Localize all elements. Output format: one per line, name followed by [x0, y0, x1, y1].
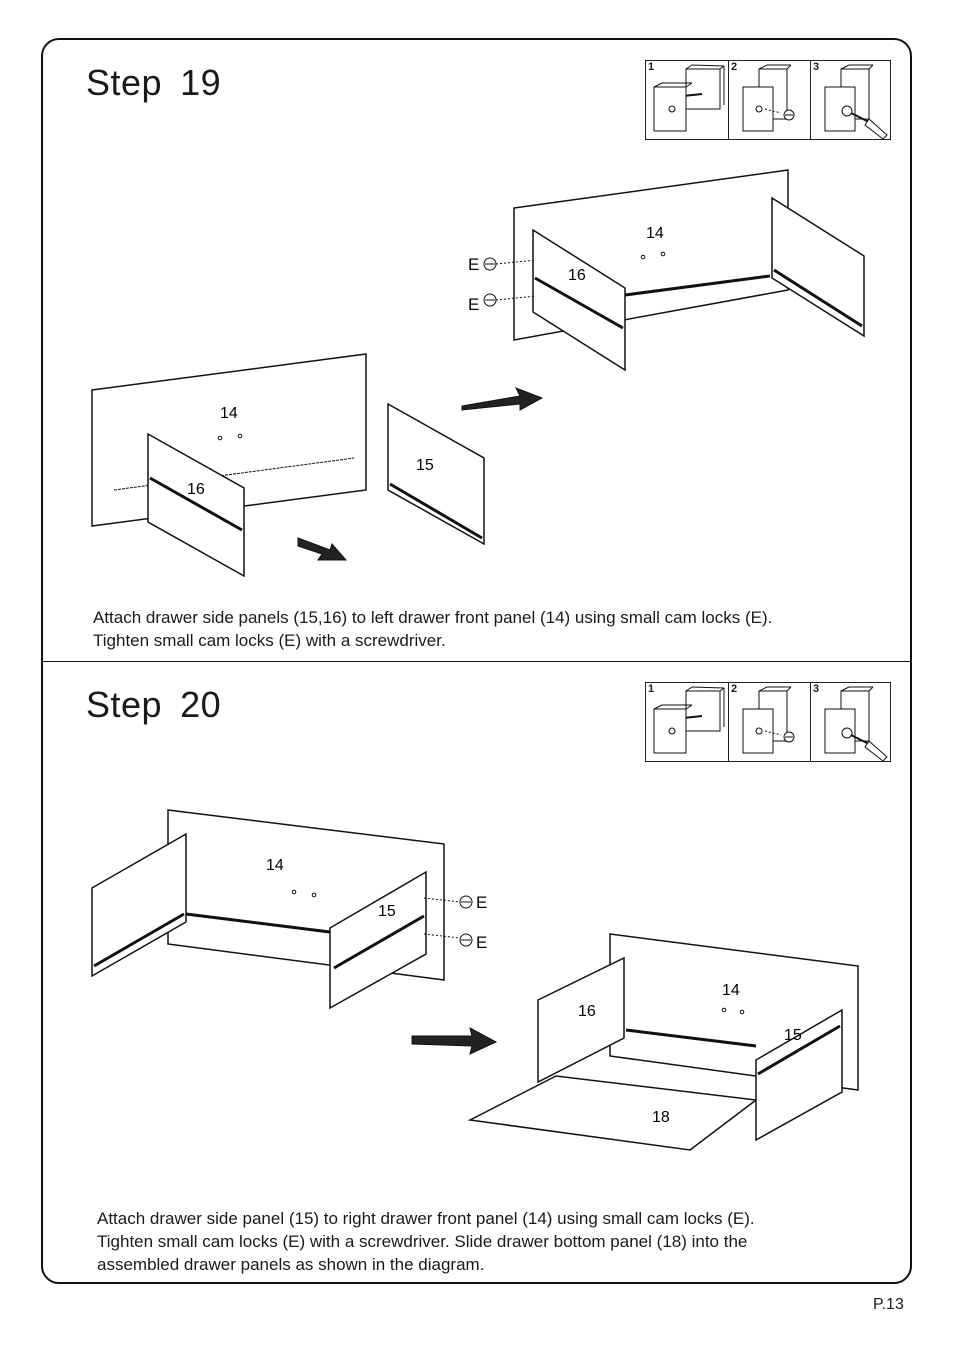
step-20-side-panel-15-right-view: 15: [755, 1008, 843, 1142]
inset-cell-3: 3: [810, 683, 892, 762]
part-label-14: 14: [722, 982, 740, 999]
cam-lock-icon: [653, 686, 725, 754]
step-19-diagram: 14 16 E E 14 16 15: [91, 169, 865, 578]
step-label: Step: [86, 684, 163, 725]
step-20-side-panel-16-left-view: [91, 832, 187, 978]
part-label-e: E: [476, 893, 487, 912]
part-label-e: E: [476, 933, 487, 952]
part-label-e: E: [468, 295, 479, 314]
assembled-side-panel-15: [771, 196, 865, 338]
step-divider: [41, 661, 912, 662]
arrow-icon: [297, 387, 544, 561]
step-20-side-panel-15-left-view: 15: [329, 870, 427, 1010]
cam-lock-icon: [653, 64, 725, 132]
cam-lock-icon: [742, 64, 795, 132]
screwdriver-icon: [824, 64, 888, 140]
instruction-line: Attach drawer side panels (15,16) to lef…: [93, 608, 773, 627]
step-number: 19: [180, 62, 222, 103]
inset-number: 2: [731, 683, 738, 695]
part-label-15: 15: [784, 1027, 802, 1044]
step-19-cam-lock-inset: 1 2 3: [645, 60, 891, 140]
step-20-diagram: 14 15 E E 14 18 16 15: [91, 809, 859, 1151]
part-label-14: 14: [266, 857, 284, 874]
step-19-instructions: Attach drawer side panels (15,16) to lef…: [93, 606, 772, 652]
step-20-cam-lock-inset: 1 2 3: [645, 682, 891, 762]
inset-number: 3: [813, 61, 820, 73]
part-label-16: 16: [187, 481, 205, 498]
step-20-side-panel-16-right-view: 16: [537, 956, 625, 1084]
step-20-bottom-panel-18: 18: [467, 1075, 758, 1151]
inset-cell-2: 2: [728, 61, 810, 139]
part-label-14: 14: [646, 225, 664, 242]
inset-number: 1: [648, 683, 655, 695]
inset-number: 1: [648, 61, 655, 73]
cam-lock-icon: [742, 686, 795, 754]
part-label-16: 16: [578, 1003, 596, 1020]
instruction-line: Attach drawer side panel (15) to right d…: [97, 1209, 755, 1228]
inset-cell-2: 2: [728, 683, 810, 761]
inset-cell-3: 3: [810, 61, 892, 140]
inset-number: 3: [813, 683, 820, 695]
exploded-side-panel-15: 15: [387, 402, 485, 546]
part-label-18: 18: [652, 1109, 670, 1126]
part-label-15: 15: [378, 903, 396, 920]
instruction-line: Tighten small cam locks (E) with a screw…: [97, 1232, 748, 1251]
cam-lock-icon: E E: [423, 893, 487, 952]
instruction-line: Tighten small cam locks (E) with a screw…: [93, 631, 446, 650]
part-label-e: E: [468, 255, 479, 274]
step-number: 20: [180, 684, 222, 725]
instruction-line: assembled drawer panels as shown in the …: [97, 1255, 485, 1274]
step-label: Step: [86, 62, 163, 103]
exploded-side-panel-16: 16: [147, 432, 245, 578]
step-19-title: Step 19: [86, 62, 221, 104]
step-20-title: Step 20: [86, 684, 221, 726]
part-label-15: 15: [416, 457, 434, 474]
assembled-side-panel-16: 16: [532, 228, 626, 372]
screwdriver-icon: [824, 686, 888, 762]
step-20-instructions: Attach drawer side panel (15) to right d…: [97, 1207, 755, 1276]
inset-cell-1: 1: [646, 683, 728, 761]
part-label-16: 16: [568, 267, 586, 284]
page-number: P.13: [873, 1296, 904, 1313]
inset-number: 2: [731, 61, 738, 73]
cam-lock-icon: E E: [468, 255, 537, 314]
inset-cell-1: 1: [646, 61, 728, 139]
part-label-14: 14: [220, 405, 238, 422]
